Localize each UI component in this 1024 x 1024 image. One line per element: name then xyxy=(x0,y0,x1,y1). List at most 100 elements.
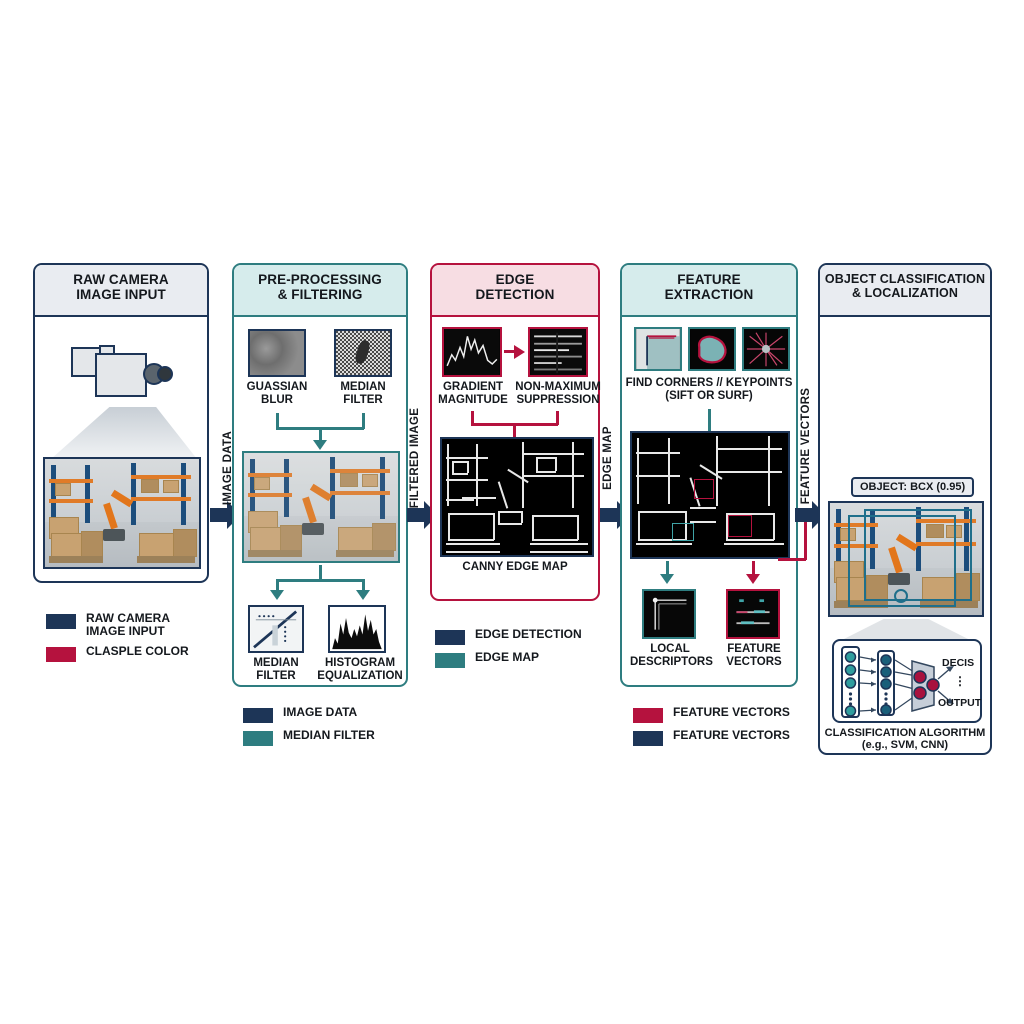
feature-vectors-caption: FEATURE VECTORS xyxy=(714,643,794,669)
connector-arrowhead xyxy=(313,440,327,450)
flow-arrow-feature-vectors xyxy=(795,501,826,529)
stage-title-line2: IMAGE INPUT xyxy=(76,287,166,303)
nn-label-dots: ⋮ xyxy=(954,674,966,688)
detection-badge: OBJECT: BCX (0.95) xyxy=(851,477,975,497)
histogram-equalization-caption: HISTOGRAM EQUALIZATION xyxy=(312,657,408,683)
nn-label-output: OUTPUT xyxy=(938,697,982,709)
caption-line1: LOCAL xyxy=(650,643,690,655)
stage-title-line1: RAW CAMERA xyxy=(73,272,169,287)
caption-line1: HISTOGRAM xyxy=(324,657,396,669)
feature-vectors-thumb xyxy=(726,589,780,639)
legend-edge: EDGE DETECTION EDGE MAP xyxy=(435,627,625,674)
caption-line1: MEDIAN xyxy=(253,657,299,669)
legend-swatch xyxy=(46,614,76,629)
keypoint-overlay-edge-map xyxy=(630,431,790,559)
stage-title-line2: & FILTERING xyxy=(277,287,363,303)
caption-line2: (e.g., SVM, CNN) xyxy=(861,739,949,752)
gaussian-blur-thumb xyxy=(248,329,306,377)
non-maximum-suppression-caption: NON-MAXIMUM SUPPRESSION xyxy=(514,381,602,407)
bounding-box xyxy=(848,515,956,607)
flow-arrow-edge-map xyxy=(600,501,631,529)
flow-label-feature-vectors: FEATURE VECTORS xyxy=(800,387,812,505)
caption-line1: GUASSIAN xyxy=(246,381,308,393)
connector-arrowhead xyxy=(270,590,284,600)
gaussian-blur-caption: GUASSIAN BLUR xyxy=(238,381,316,407)
bbox-center-marker xyxy=(894,589,908,603)
stage-panel-edge-detection[interactable]: EDGE DETECTION xyxy=(430,263,601,601)
raw-warehouse-photo xyxy=(43,457,201,569)
classification-algorithm-caption: CLASSIFICATION ALGORITHM (e.g., SVM, CNN… xyxy=(820,727,990,752)
detected-warehouse-photo xyxy=(828,501,984,617)
stage-title-line1: EDGE xyxy=(495,272,535,287)
find-corners-caption: FIND CORNERS // KEYPOINTS (SIFT OR SURF) xyxy=(622,377,796,403)
gradient-plot-icon xyxy=(444,329,500,375)
caption-line1: MEDIAN xyxy=(340,381,386,393)
stage-panel-pre-processing[interactable]: PRE-PROCESSING & FILTERING GUASSIAN BLUR… xyxy=(232,263,408,687)
bounding-box-depth xyxy=(864,509,972,601)
flow-label-edge-map: EDGE MAP xyxy=(602,426,614,490)
median-filter-plot-thumb xyxy=(248,605,304,653)
stage-title-line1: OBJECT CLASSIFICATION xyxy=(824,272,986,286)
caption-line2: VECTORS xyxy=(726,655,782,668)
caption-line2: FILTER xyxy=(256,669,296,682)
legend-swatch xyxy=(243,708,273,723)
camera-icon xyxy=(65,335,185,413)
connector xyxy=(752,561,755,575)
legend-label-line1: IMAGE DATA xyxy=(283,705,358,719)
feature-vector-route xyxy=(804,508,807,560)
stage-body-pre-processing: GUASSIAN BLUR MEDIAN FILTER xyxy=(234,317,406,685)
keypoint-box-teal xyxy=(672,523,694,541)
feature-vector-route xyxy=(778,558,806,561)
caption-line2: FILTER xyxy=(343,393,383,406)
legend-label-line1: EDGE DETECTION xyxy=(475,627,582,641)
stage-title-line1: PRE-PROCESSING xyxy=(258,272,382,287)
legend-left: RAW CAMERA IMAGE INPUT CLASPLE COLOR xyxy=(46,611,236,668)
histogram-equalization-thumb xyxy=(328,605,386,653)
stage-body-edge-detection: GRADIENT MAGNITUDE NON-MAXIMUM SUPPRESSI… xyxy=(432,317,601,599)
legend-item: FEATURE VECTORS xyxy=(633,705,833,723)
classification-algorithm-card: DECIS ⋮ OUTPUT xyxy=(832,639,982,723)
stage-title-edge-detection: EDGE DETECTION xyxy=(432,265,598,317)
connector-arrowhead xyxy=(660,574,674,584)
keypoint-box-crimson xyxy=(728,515,752,537)
legend-label-line1: MEDIAN FILTER xyxy=(283,728,375,742)
legend-item: EDGE MAP xyxy=(435,650,625,668)
legend-swatch xyxy=(633,708,663,723)
corner-icon xyxy=(636,329,680,369)
blob-icon xyxy=(690,329,734,369)
legend-item: EDGE DETECTION xyxy=(435,627,625,645)
stage-body-raw-camera xyxy=(35,317,207,581)
caption-line2: (SIFT OR SURF) xyxy=(665,389,753,402)
flow-label-filtered-image: FILTERED IMAGE xyxy=(409,407,421,509)
legend-label-line1: FEATURE VECTORS xyxy=(673,705,790,719)
connector xyxy=(666,561,669,575)
legend-swatch xyxy=(243,731,273,746)
non-maximum-suppression-thumb xyxy=(528,327,588,377)
stage-title-line2: EXTRACTION xyxy=(664,287,754,303)
connector xyxy=(556,411,559,425)
median-filter-thumb xyxy=(334,329,392,377)
legend-label-line1: CLASPLE COLOR xyxy=(86,643,189,658)
stage-title-line1: FEATURE xyxy=(677,272,741,287)
caption-line2: SUPPRESSION xyxy=(516,393,600,406)
legend-label-line1: EDGE MAP xyxy=(475,650,540,664)
local-descriptors-caption: LOCAL DESCRIPTORS xyxy=(630,643,713,669)
connector xyxy=(362,413,365,429)
caption-line1: CLASSIFICATION ALGORITHM xyxy=(824,727,986,739)
connector xyxy=(319,565,322,581)
caption-line1: FEATURE xyxy=(727,643,781,655)
stage-panel-feature-extraction[interactable]: FEATURE EXTRACTION xyxy=(620,263,798,687)
feature-vector-icon xyxy=(728,591,778,637)
connector-arrowhead xyxy=(356,590,370,600)
connector-arrowhead xyxy=(746,574,760,584)
keypoint-star-thumb xyxy=(742,327,790,371)
histogram-icon xyxy=(330,607,384,651)
legend-label-line2: IMAGE INPUT xyxy=(86,624,165,639)
stage-panel-object-classification[interactable]: OBJECT CLASSIFICATION & LOCALIZATION OBJ… xyxy=(818,263,992,755)
connector xyxy=(276,579,279,591)
keypoint-box-crimson xyxy=(694,479,714,499)
stage-panel-raw-camera[interactable]: RAW CAMERA IMAGE INPUT xyxy=(33,263,209,583)
connector xyxy=(276,579,364,582)
stage-title-pre-processing: PRE-PROCESSING & FILTERING xyxy=(234,265,406,317)
